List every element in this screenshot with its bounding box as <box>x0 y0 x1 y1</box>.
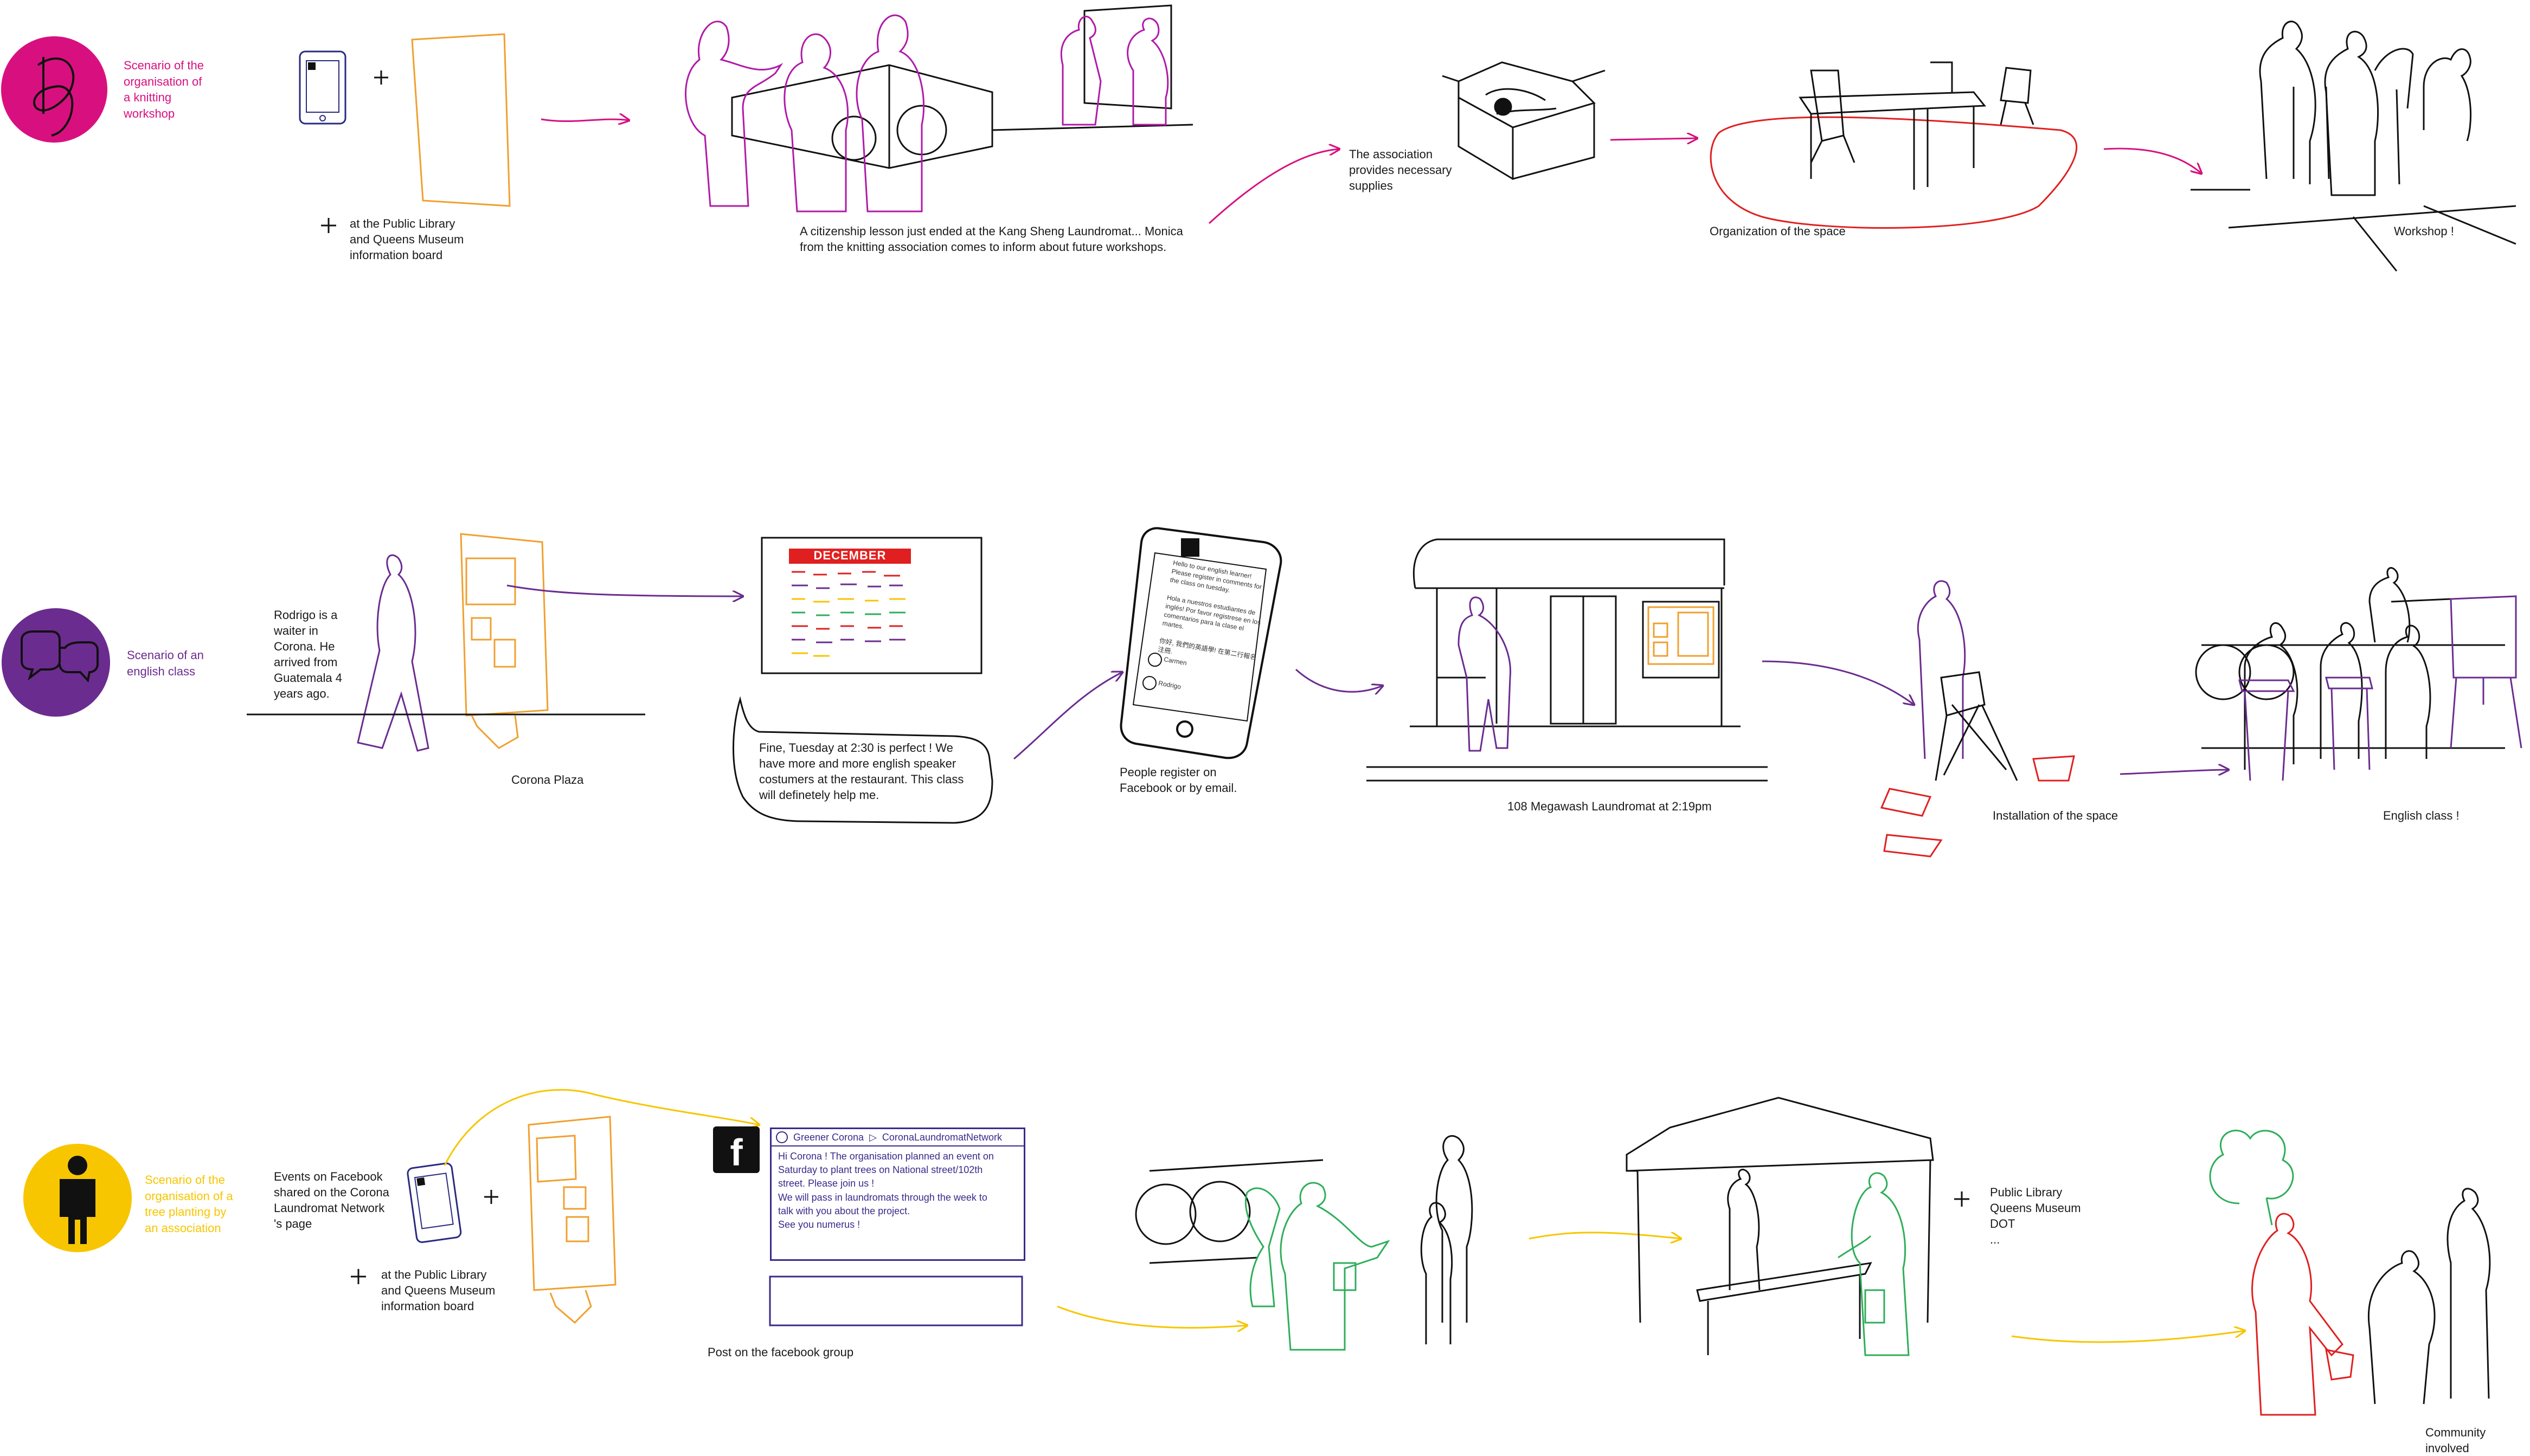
arrow <box>541 119 629 121</box>
poster-sheet <box>412 34 510 206</box>
phone-message: Hello to our english learner! Please reg… <box>1157 558 1275 671</box>
plus-icon <box>374 70 388 85</box>
poster-stand <box>461 534 548 748</box>
scenario-knitting-label: Scenario of the organisation of a knitti… <box>124 57 204 122</box>
laundromat-storefront <box>1366 539 1768 781</box>
plus-icon <box>321 218 336 233</box>
laundromat-board <box>1648 607 1713 664</box>
poster-stand <box>529 1117 615 1323</box>
citizenship-caption: A citizenship lesson just ended at the K… <box>800 223 1183 255</box>
space-outline <box>1711 117 2077 228</box>
people-silhouettes <box>686 15 1168 211</box>
phone-illustration <box>407 1163 461 1243</box>
supply-box <box>1442 62 1605 179</box>
arrow <box>2012 1331 2245 1342</box>
plaza-caption: Corona Plaza <box>511 772 583 788</box>
arrow <box>1610 138 1697 140</box>
tree-sapling <box>2210 1131 2293 1203</box>
tent-stand <box>1627 1098 1933 1355</box>
partners-list: Public Library Queens Museum DOT ... <box>1990 1184 2081 1247</box>
table-chairs <box>1800 62 2033 190</box>
installation-caption: Installation of the space <box>1993 808 2118 823</box>
fb-post-body: Hi Corona ! The organisation planned an … <box>772 1146 1024 1235</box>
facebook-icon <box>1181 538 1199 557</box>
arrow <box>1762 661 1914 705</box>
arrow <box>2104 149 2201 173</box>
fb-group-name[interactable]: Greener Corona <box>793 1132 864 1143</box>
person-silhouette <box>1459 597 1511 751</box>
arrow <box>507 585 743 596</box>
post-caption: Post on the facebook group <box>708 1344 853 1360</box>
board-note: at the Public Library and Queens Museum … <box>350 216 464 263</box>
reply-box <box>770 1277 1022 1325</box>
plus-icon <box>351 1269 366 1284</box>
plus-icon <box>484 1190 498 1204</box>
community-caption: Community involved <box>2425 1425 2530 1456</box>
facebook-icon: f <box>713 1126 760 1173</box>
phone-illustration <box>300 51 345 124</box>
arrow <box>1057 1306 1247 1328</box>
english-caption: English class ! <box>2383 808 2460 823</box>
arrow <box>1296 669 1383 692</box>
fb-page-name[interactable]: CoronaLaundromatNetwork <box>882 1132 1002 1143</box>
green-volunteer <box>1838 1173 1909 1355</box>
board-note-row3: at the Public Library and Queens Museum … <box>381 1267 495 1314</box>
arrow <box>2120 770 2229 774</box>
globe-icon <box>776 1131 788 1143</box>
laundromat-caption: 108 Megawash Laundromat at 2:19pm <box>1507 798 1712 814</box>
laundromat-scene <box>732 5 1193 168</box>
rodrigo-silhouette <box>358 555 428 751</box>
scenario-tree-label: Scenario of the organisation of a tree p… <box>145 1172 233 1236</box>
register-caption: People register on Facebook or by email. <box>1120 764 1237 796</box>
events-caption: Events on Facebook shared on the Corona … <box>274 1169 389 1232</box>
space-caption: Organization of the space <box>1710 223 1846 239</box>
arrow <box>1209 149 1339 223</box>
calendar-title: DECEMBER <box>789 549 911 563</box>
facebook-post: Greener Corona ▷ CoronaLaundromatNetwork… <box>770 1128 1025 1261</box>
green-volunteers <box>1245 1183 1388 1350</box>
speech-text: Fine, Tuesday at 2:30 is perfect ! We ha… <box>759 740 964 803</box>
supplies-caption: The association provides necessary suppl… <box>1349 146 1452 194</box>
english-badge <box>2 608 110 717</box>
class-furniture <box>2239 596 2521 781</box>
arrow <box>445 1090 759 1165</box>
workshop-group <box>2191 22 2516 271</box>
knitting-badge <box>1 36 107 143</box>
arrow <box>1014 672 1122 759</box>
rodrigo-caption: Rodrigo is a waiter in Corona. He arrive… <box>274 607 342 701</box>
tree-planting-scene <box>2210 1131 2490 1415</box>
plus-icon <box>1954 1191 1969 1207</box>
laundromat-talk-scene <box>1136 1136 1472 1344</box>
arrow <box>1529 1233 1681 1239</box>
share-arrow-icon: ▷ <box>869 1132 877 1143</box>
workshop-caption: Workshop ! <box>2394 223 2454 239</box>
scenario-english-label: Scenario of an english class <box>127 647 204 679</box>
